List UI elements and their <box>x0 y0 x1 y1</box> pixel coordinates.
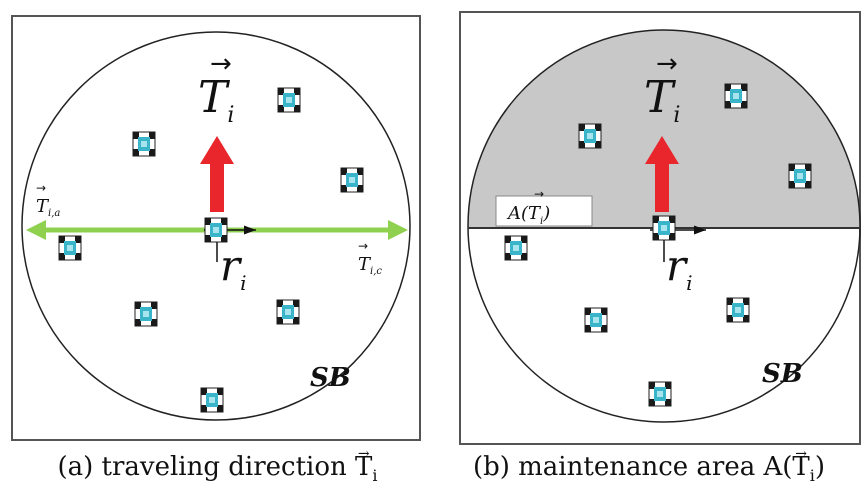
caption-a-symbol: T <box>355 452 373 482</box>
robot-icon <box>204 217 228 243</box>
robot-icon <box>584 307 608 333</box>
robot-label: ri <box>220 241 246 295</box>
area-label-box <box>495 195 593 227</box>
boundary-label: SB <box>762 359 803 389</box>
heading-vector-arrow-icon: → <box>656 49 678 79</box>
robot-icon <box>276 299 300 325</box>
heading-vector-label: Ti <box>198 72 234 128</box>
robot-label: ri <box>666 241 692 295</box>
robot-icon <box>132 131 156 157</box>
panel-b-boundary-circle <box>467 29 861 423</box>
robot-icon <box>277 87 301 113</box>
area-vector-arrow-icon: → <box>534 187 544 201</box>
robot-icon <box>726 297 750 323</box>
caption-a-sub: i <box>372 466 378 486</box>
panel-a-boundary-circle <box>21 31 411 421</box>
caption-b-sub: i <box>809 466 815 486</box>
robot-icon <box>58 235 82 261</box>
vector-arrow-icon: → <box>357 446 370 462</box>
caption-b-symbol: T <box>792 452 810 482</box>
boundary-label: SB <box>310 363 351 393</box>
robot-icon <box>724 83 748 109</box>
heading-vector-arrow-icon: → <box>210 49 232 79</box>
right-vector-arrow-icon: → <box>358 239 368 253</box>
heading-arrow <box>645 136 679 212</box>
robot-icon <box>788 163 812 189</box>
heading-vector-label: Ti <box>644 72 680 128</box>
robot-icon <box>340 167 364 193</box>
left-vector-label: Ti,a <box>36 196 60 219</box>
robot-icon <box>504 235 528 261</box>
caption-a: (a) traveling direction →Ti <box>0 446 435 492</box>
caption-b: (b) maintenance area A(→Ti) <box>435 446 863 492</box>
panel-b: A(Ti) → Ti → ri SB <box>459 11 861 445</box>
heading-arrow <box>200 136 234 212</box>
caption-b-suffix: ) <box>814 452 826 482</box>
caption-a-text: (a) traveling direction <box>57 452 356 482</box>
left-vector-arrow-icon: → <box>36 181 46 195</box>
area-label: A(Ti) <box>506 203 550 227</box>
caption-b-text: (b) maintenance area A( <box>472 452 793 482</box>
vector-arrow-icon: → <box>795 446 807 462</box>
right-vector-label: Ti,c <box>358 254 382 277</box>
robot-icon <box>648 381 672 407</box>
panel-a: Ti → ri Ti,a → Ti,c → SB <box>11 15 421 441</box>
robot-icon <box>134 301 158 327</box>
caption-b-vector: →T <box>792 446 810 482</box>
robot-icon <box>652 215 676 241</box>
robot-icon <box>578 123 602 149</box>
caption-a-vector: →T <box>355 446 373 482</box>
robot-icon <box>200 387 224 413</box>
